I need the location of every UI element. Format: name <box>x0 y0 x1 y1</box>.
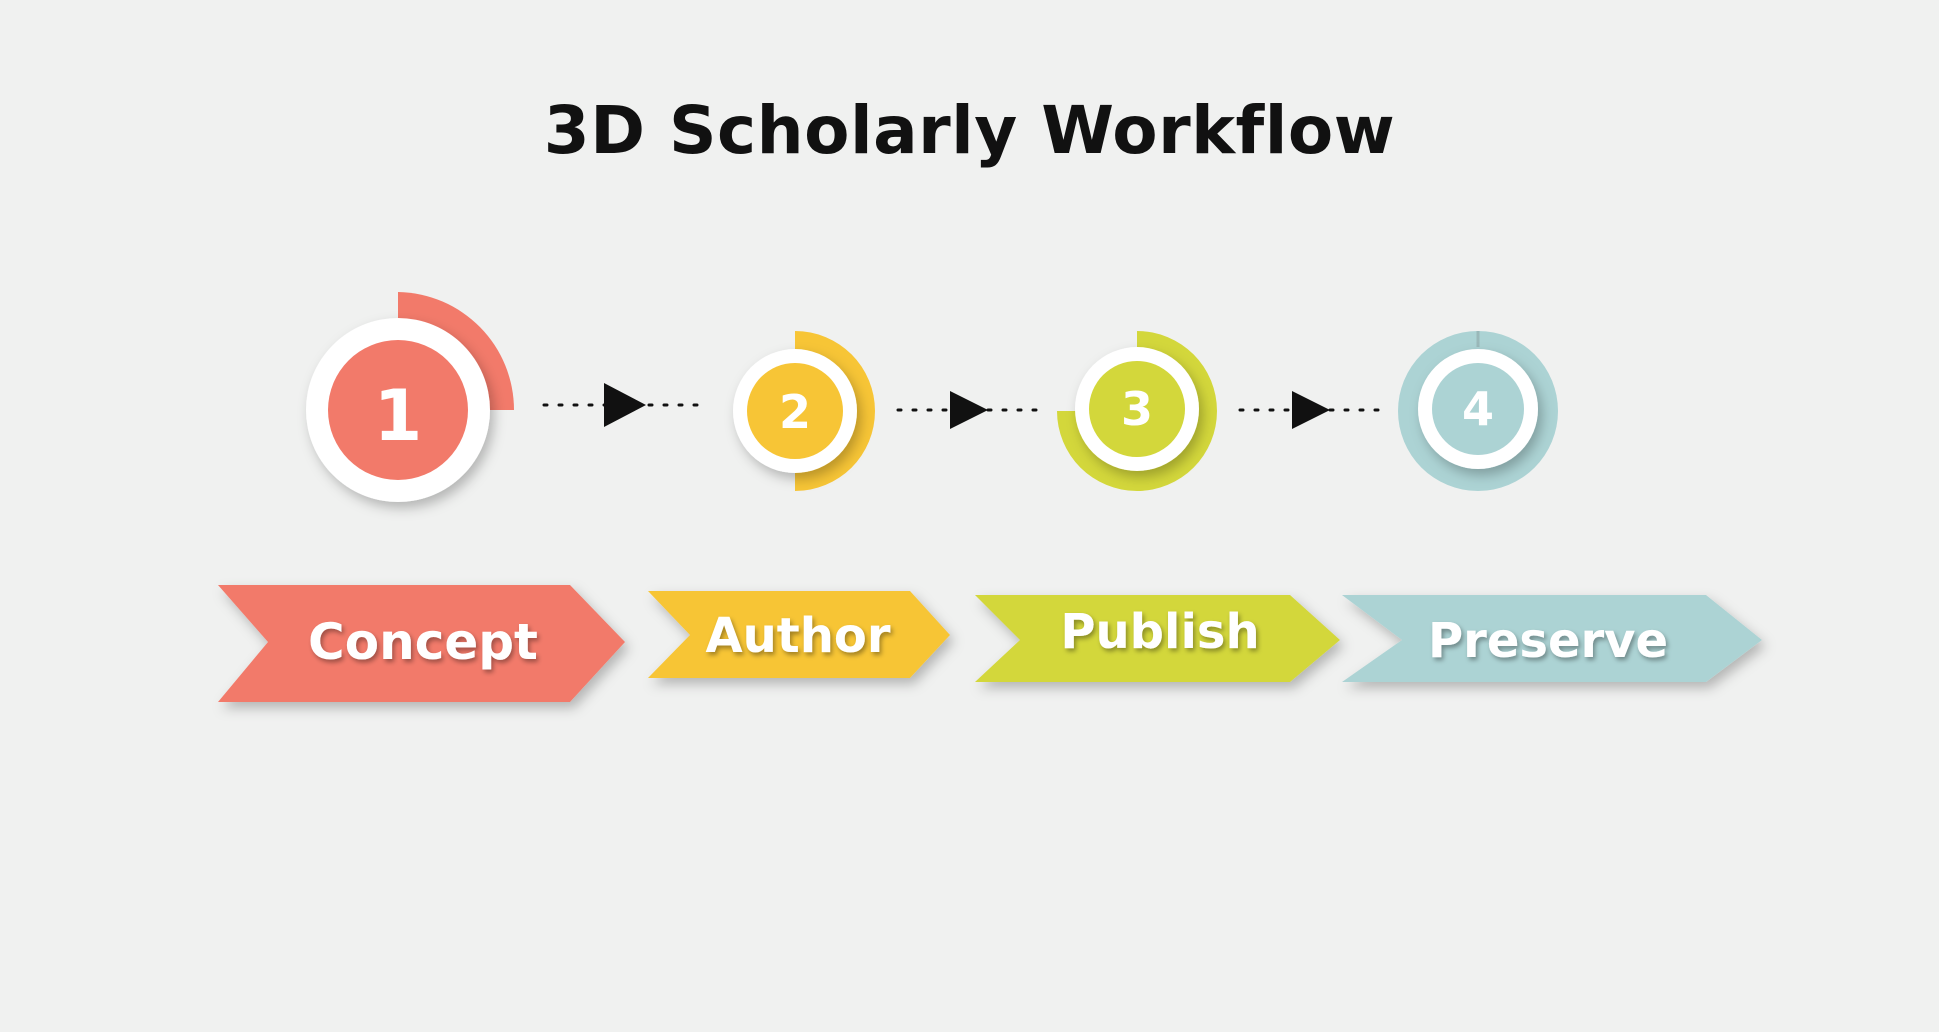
connector-3-4-arrow-icon <box>1292 391 1330 429</box>
connector-1-2-arrow-icon <box>604 383 646 427</box>
step-3-chevron: Publish <box>975 595 1340 682</box>
step-2-label: Author <box>705 608 890 664</box>
step-3-chevron-shape <box>975 595 1340 682</box>
step-3-circle: 3 <box>1057 331 1217 491</box>
step-2-chevron-shape <box>648 591 950 678</box>
step-1-core <box>328 340 468 480</box>
page-title: 3D Scholarly Workflow <box>543 92 1396 169</box>
step-4-number: 4 <box>1462 382 1494 436</box>
step-1-chevron: Concept <box>218 585 625 702</box>
connector-1-2 <box>542 383 702 427</box>
step-3-core <box>1089 361 1185 457</box>
step-4-chevron: Preserve <box>1342 595 1762 682</box>
step-1-chevron-shape <box>218 585 625 702</box>
step-2-number: 2 <box>779 385 811 439</box>
connector-3-4 <box>1238 391 1382 429</box>
step-1-circle: 1 <box>306 292 514 502</box>
connector-2-3 <box>896 391 1042 429</box>
step-2-circle: 2 <box>733 331 875 491</box>
step-4-chevron-shape <box>1342 595 1762 682</box>
connector-2-3-arrow-icon <box>950 391 988 429</box>
step-4-core <box>1432 363 1524 455</box>
step-1-label: Concept <box>308 613 538 671</box>
step-4-circle: 4 <box>1398 331 1558 491</box>
step-4-label: Preserve <box>1428 613 1668 669</box>
step-2-core <box>747 363 843 459</box>
step-2-chevron: Author <box>648 591 950 678</box>
step-3-label: Publish <box>1060 604 1259 660</box>
step-1-number: 1 <box>374 375 423 457</box>
step-3-number: 3 <box>1121 382 1153 436</box>
